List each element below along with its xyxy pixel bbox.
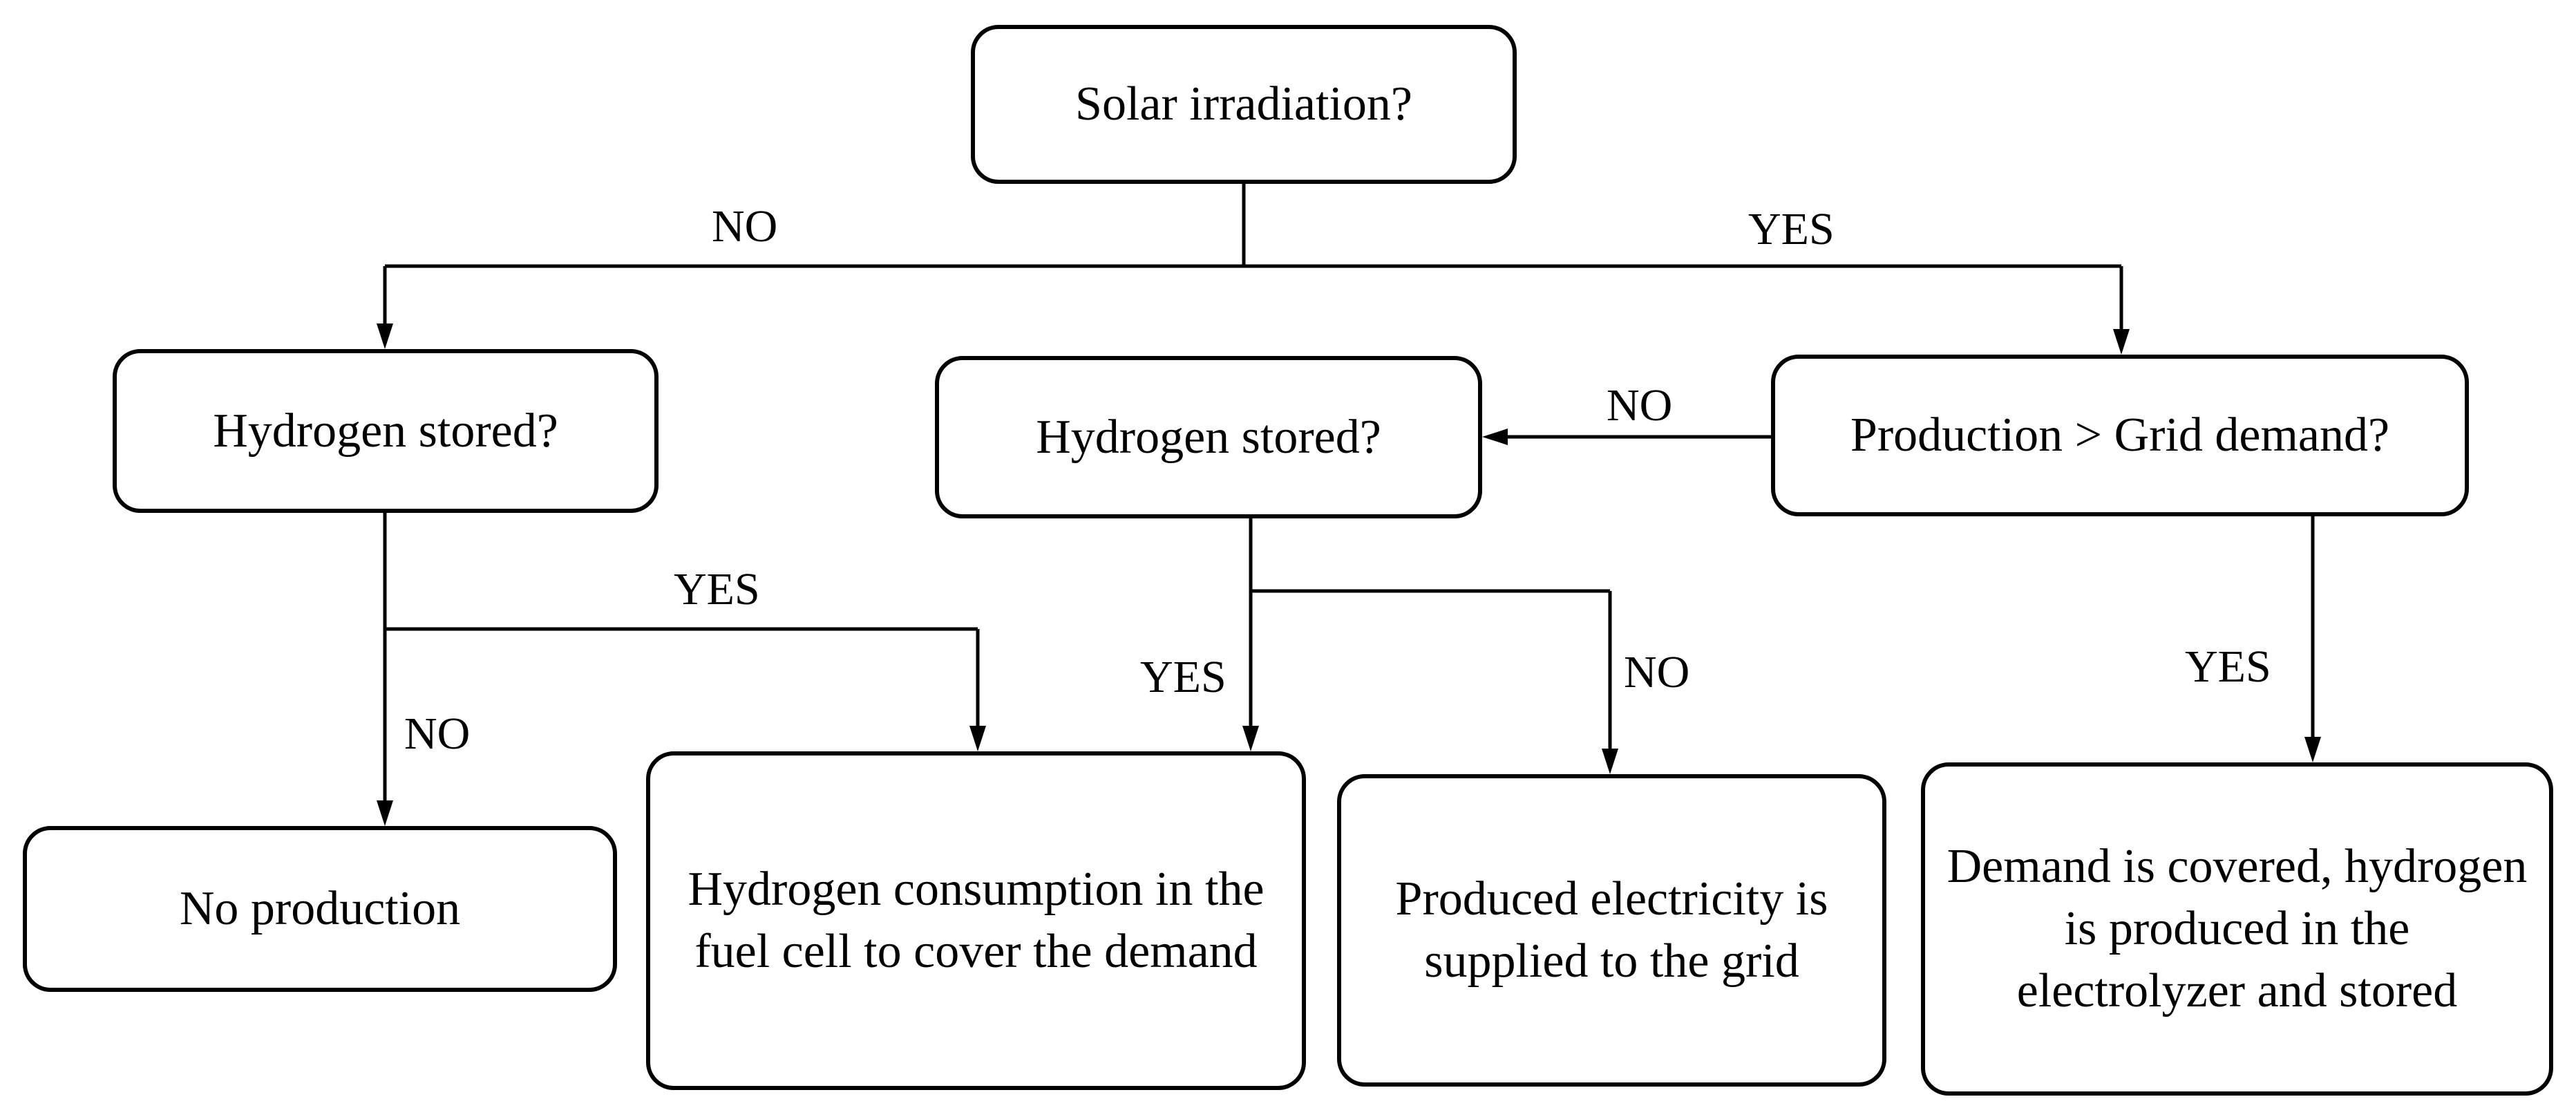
edge-label-production-no: NO — [1607, 380, 1673, 431]
edge-label-left-no: NO — [404, 708, 471, 759]
decision-solar-irradiation: Solar irradiation? — [971, 25, 1517, 184]
decision-hydrogen-stored-middle-label: Hydrogen stored? — [1036, 410, 1381, 464]
arrowhead-to-middle-hydrogen — [1482, 429, 1508, 445]
arrowhead-to-production — [2113, 329, 2130, 355]
outcome-no-production: No production — [23, 826, 617, 992]
edge-label-left-yes: YES — [674, 564, 760, 614]
outcome-no-production-label: No production — [179, 882, 461, 935]
edge-label-middle-yes: YES — [1140, 652, 1227, 702]
outcome-demand-covered-stored: Demand is covered, hydrogen is produced … — [1921, 762, 2553, 1096]
decision-hydrogen-stored-middle: Hydrogen stored? — [935, 356, 1482, 518]
decision-production-vs-demand: Production > Grid demand? — [1771, 355, 2469, 516]
decision-solar-irradiation-label: Solar irradiation? — [1075, 77, 1412, 131]
outcome-fuel-cell-consumption-label: Hydrogen consumption in the fuel cell to… — [688, 863, 1265, 978]
arrowhead-to-no-production — [377, 800, 393, 826]
outcome-demand-covered-stored-label: Demand is covered, hydrogen is produced … — [1947, 840, 2528, 1017]
edge-label-solar-yes: YES — [1748, 204, 1835, 254]
arrowhead-to-left-hydrogen — [377, 323, 393, 349]
arrowhead-to-grid — [1602, 749, 1618, 774]
decision-hydrogen-stored-left-label: Hydrogen stored? — [213, 404, 558, 458]
outcome-electricity-to-grid: Produced electricity is supplied to the … — [1337, 774, 1886, 1087]
arrowhead-to-fuel-cell-from-left — [969, 726, 986, 751]
decision-hydrogen-stored-left: Hydrogen stored? — [113, 349, 659, 513]
edge-label-solar-no: NO — [712, 201, 778, 252]
outcome-fuel-cell-consumption: Hydrogen consumption in the fuel cell to… — [646, 751, 1306, 1090]
arrowhead-to-demand-covered — [2304, 737, 2321, 762]
edge-label-middle-no: NO — [1624, 647, 1690, 697]
arrowhead-to-fuel-cell-from-middle — [1242, 726, 1259, 751]
decision-production-vs-demand-label: Production > Grid demand? — [1850, 409, 2390, 462]
edge-label-production-yes: YES — [2185, 641, 2271, 692]
outcome-electricity-to-grid-label: Produced electricity is supplied to the … — [1395, 872, 1828, 988]
